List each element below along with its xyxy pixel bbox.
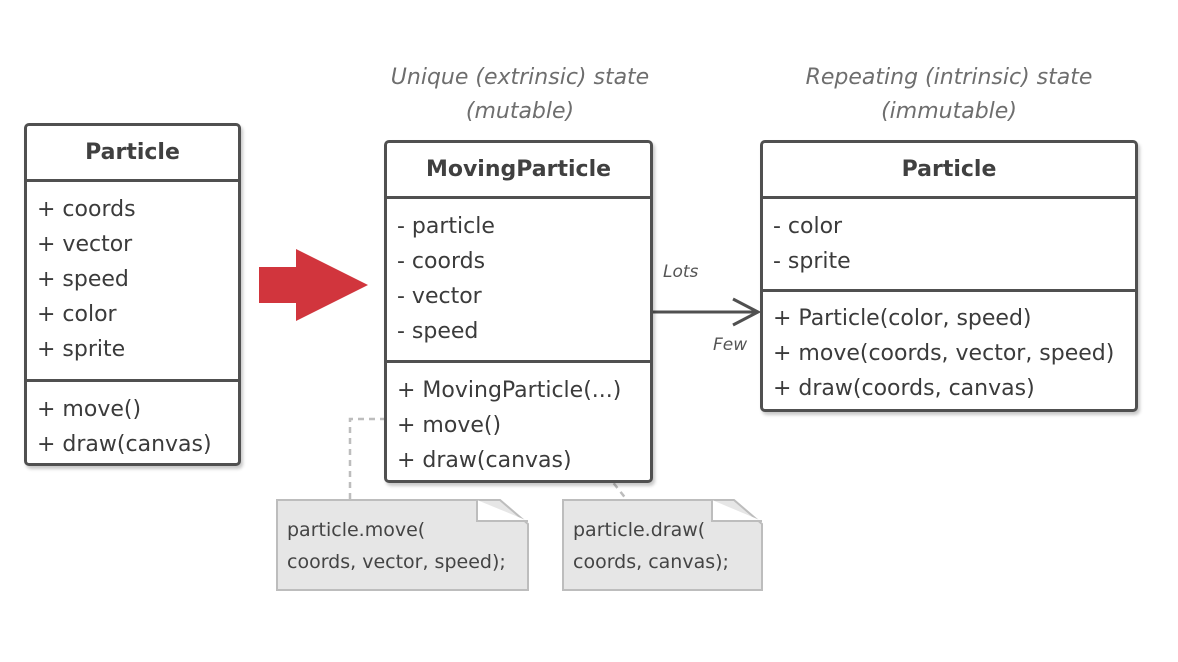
method: + draw(canvas) (37, 432, 212, 457)
moving-particle-fields: - particle - coords - vector - speed (387, 199, 650, 360)
method: + move() (37, 397, 142, 422)
field: - particle (397, 214, 495, 239)
field: - vector (397, 284, 482, 309)
draw-note-text: particle.draw( coords, canvas); (573, 514, 729, 578)
move-note-text: particle.move( coords, vector, speed); (287, 514, 506, 578)
flyweight-class-fields: - color - sprite (763, 199, 1135, 289)
flyweight-class-methods: + Particle(color, speed) + move(coords, … (763, 289, 1135, 406)
method: + draw(coords, canvas) (773, 376, 1035, 401)
method: + Particle(color, speed) (773, 306, 1032, 331)
move-note-connector (348, 417, 386, 500)
method: + move(coords, vector, speed) (773, 341, 1115, 366)
flyweight-class-name: Particle (763, 143, 1135, 199)
association-arrowhead (732, 297, 762, 327)
extrinsic-caption: Unique (extrinsic) state (mutable) (370, 61, 670, 129)
draw-note-shape (562, 499, 763, 591)
method: + draw(canvas) (397, 448, 572, 473)
draw-note-connector (599, 465, 628, 501)
field: - color (773, 214, 843, 239)
left-class-methods: + move() + draw(canvas) (27, 379, 238, 462)
note-line: coords, canvas); (573, 551, 729, 573)
field: + speed (37, 267, 129, 292)
move-note-shape (276, 499, 529, 591)
note-line: coords, vector, speed); (287, 551, 506, 573)
intrinsic-caption: Repeating (intrinsic) state (immutable) (780, 61, 1118, 129)
intrinsic-caption-line1: Repeating (intrinsic) state (805, 65, 1093, 90)
method: + MovingParticle(...) (397, 378, 622, 403)
field: - speed (397, 319, 479, 344)
moving-particle-methods: + MovingParticle(...) + move() + draw(ca… (387, 360, 650, 478)
left-particle-class: Particle + coords + vector + speed + col… (24, 123, 241, 466)
field: + vector (37, 232, 133, 257)
method: + move() (397, 413, 502, 438)
flyweight-particle-class: Particle - color - sprite + Particle(col… (760, 140, 1138, 412)
transformation-arrow (259, 249, 368, 321)
field: + coords (37, 197, 136, 222)
left-class-name: Particle (27, 126, 238, 182)
left-class-fields: + coords + vector + speed + color + spri… (27, 182, 238, 379)
intrinsic-caption-line2: (immutable) (881, 99, 1017, 124)
note-line: particle.move( (287, 519, 426, 541)
extrinsic-caption-line2: (mutable) (465, 99, 575, 124)
field: + color (37, 302, 117, 327)
field: - sprite (773, 249, 851, 274)
note-line: particle.draw( (573, 519, 706, 541)
field: + sprite (37, 337, 126, 362)
association-label-few: Few (713, 335, 748, 355)
moving-particle-class-name: MovingParticle (387, 143, 650, 199)
association-label-lots: Lots (663, 262, 699, 282)
extrinsic-caption-line1: Unique (extrinsic) state (390, 65, 650, 90)
moving-particle-class: MovingParticle - particle - coords - vec… (384, 140, 653, 483)
field: - coords (397, 249, 486, 274)
